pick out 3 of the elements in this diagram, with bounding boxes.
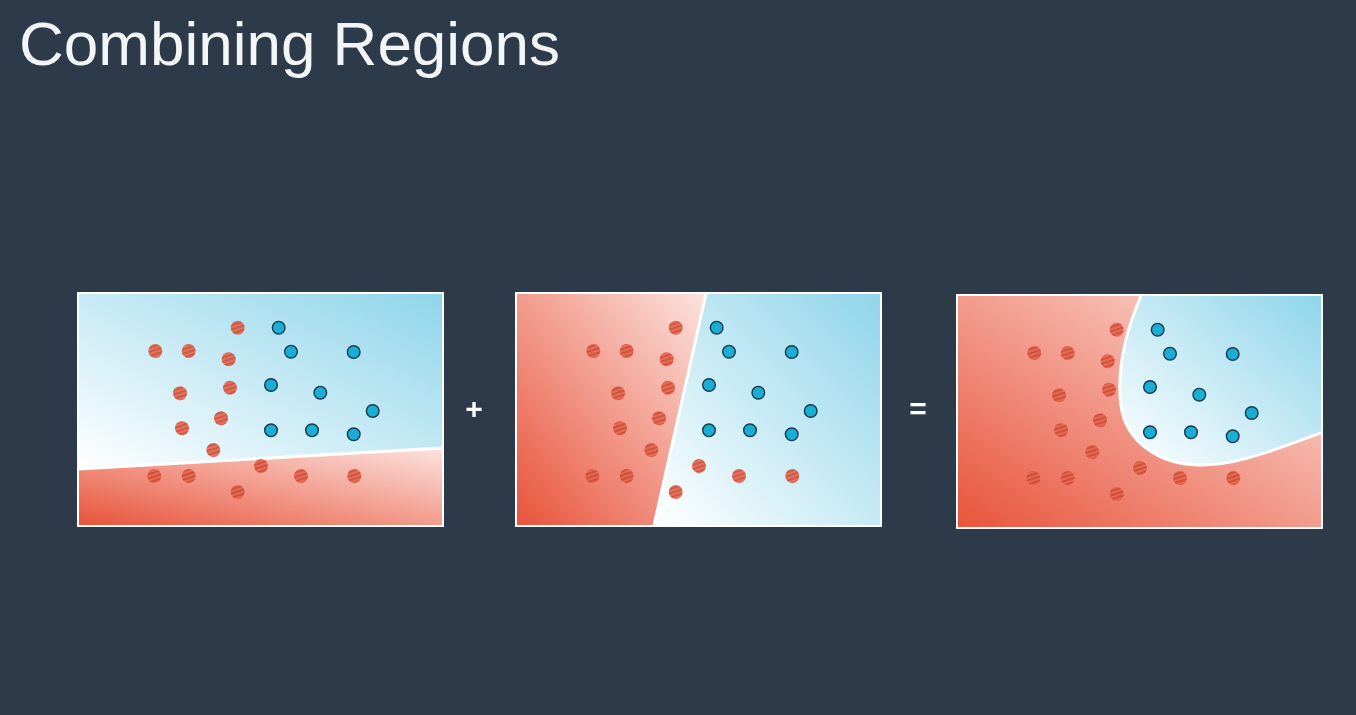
equals-sign: = [909, 394, 927, 424]
slide-title: Combining Regions [19, 8, 561, 80]
plus-sign: + [465, 394, 483, 424]
